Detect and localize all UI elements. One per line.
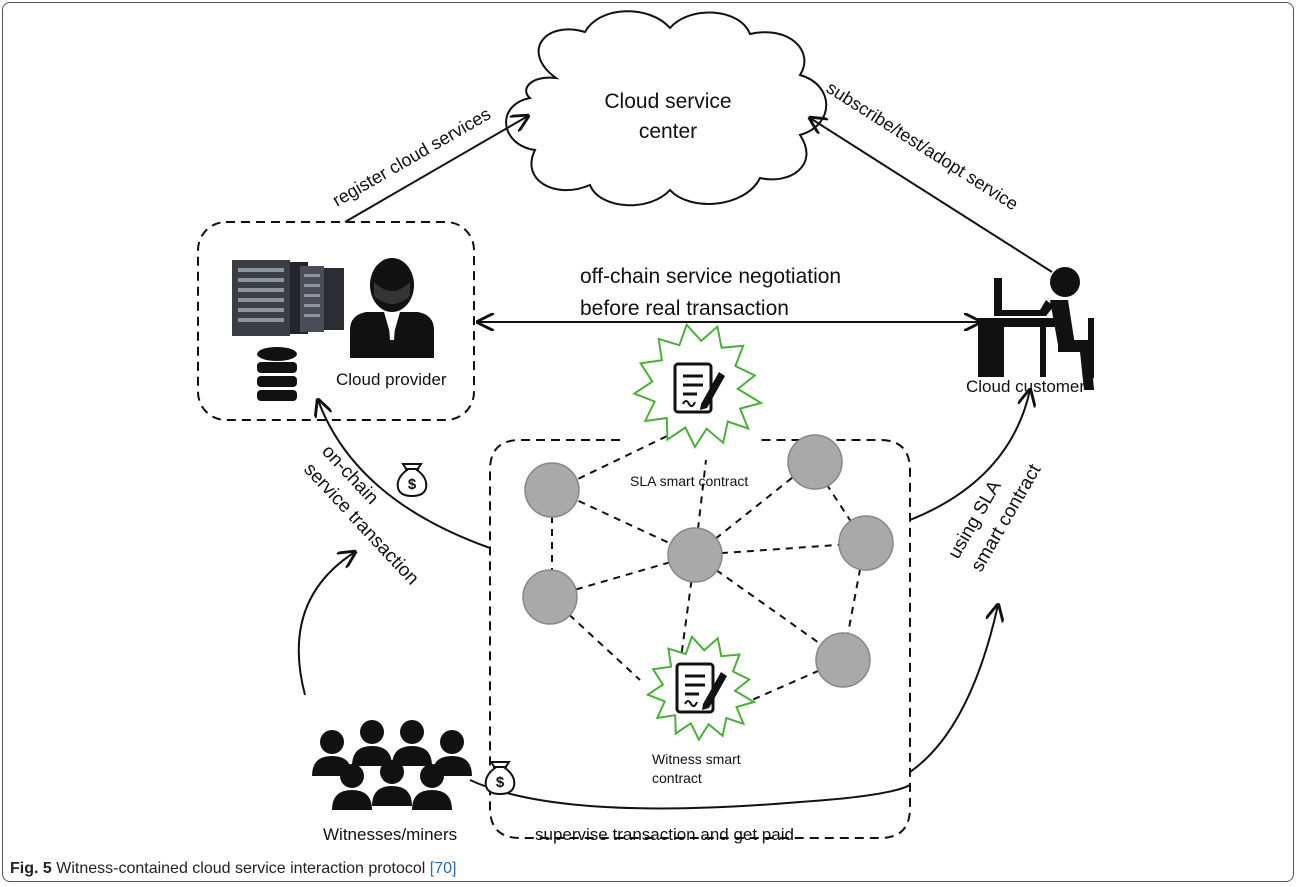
money-bag-icon xyxy=(396,463,428,497)
money-bag-icon xyxy=(484,761,516,795)
network-box xyxy=(489,439,911,839)
register-label: register cloud services xyxy=(329,104,494,211)
database-icon xyxy=(257,347,297,401)
network-node xyxy=(787,434,843,490)
witness-to-onchain-arrow xyxy=(297,552,355,696)
negotiation-label-line1: off-chain service negotiation xyxy=(580,265,841,288)
desk-user-icon xyxy=(978,267,1094,390)
register-arrow xyxy=(344,116,528,223)
supervise-label: supervise transaction and get paid xyxy=(535,825,794,844)
provider-label: Cloud provider xyxy=(336,370,447,389)
caption-label: Fig. 5 xyxy=(10,860,52,877)
figure-caption: Fig. 5 Witness-contained cloud service i… xyxy=(10,860,456,878)
subscribe-arrow xyxy=(810,118,1053,273)
crowd-icon xyxy=(312,720,472,810)
using-sla-arrow xyxy=(909,390,1030,521)
network-to-using-arrow xyxy=(909,605,998,773)
network-node xyxy=(815,632,871,688)
cloud-label-line1: Cloud service xyxy=(604,90,731,113)
negotiation-label-line2: before real transaction xyxy=(580,297,789,320)
network-node xyxy=(524,462,580,518)
cloud-label-line2: center xyxy=(639,120,697,143)
cloud-shape xyxy=(505,10,828,207)
network-node xyxy=(838,515,894,571)
onchain-arrow xyxy=(318,400,491,549)
network-nodes xyxy=(522,434,894,688)
witness-contract: Witness smart contract xyxy=(645,634,757,786)
sla-contract: SLA smart contract xyxy=(630,322,764,489)
server-rack-icon xyxy=(232,260,344,336)
provider-box xyxy=(197,221,475,421)
witness-contract-label-line2: contract xyxy=(652,770,702,786)
caption-reference-link[interactable]: [70] xyxy=(429,860,457,877)
businessman-icon xyxy=(350,258,434,358)
network-node xyxy=(667,527,723,583)
caption-text: Witness-contained cloud service interact… xyxy=(51,860,430,877)
customer-label: Cloud customer xyxy=(966,377,1085,396)
cloud-service-center: Cloud service center xyxy=(505,10,828,207)
witnesses-label: Witnesses/miners xyxy=(323,825,457,844)
sla-contract-label: SLA smart contract xyxy=(630,473,748,489)
network-node xyxy=(522,569,578,625)
supervise-paid-curve xyxy=(469,779,911,810)
witness-contract-label-line1: Witness smart xyxy=(652,751,741,767)
